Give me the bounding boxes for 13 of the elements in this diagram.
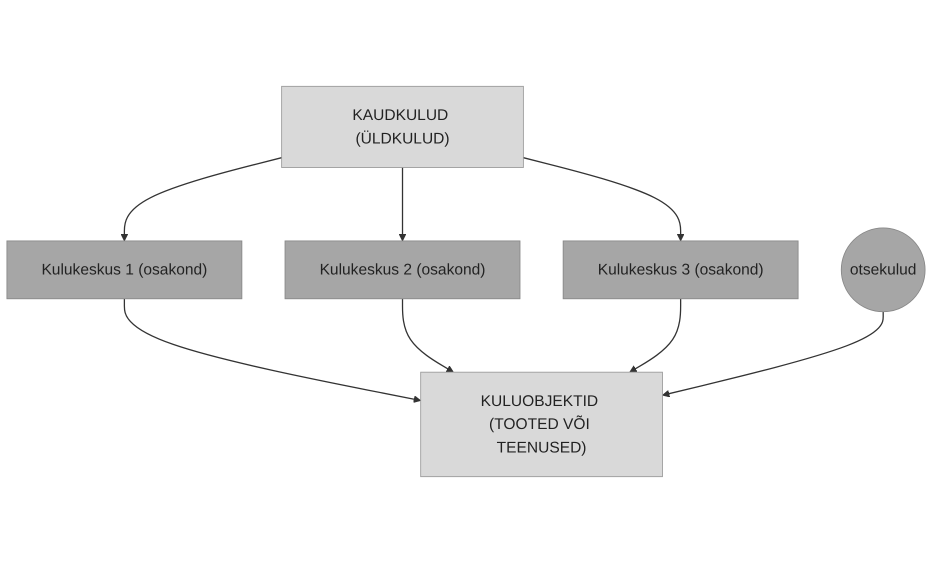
node-circle: otsekulud <box>840 228 926 312</box>
node-box: KAUDKULUD (ÜLDKULUD) <box>281 86 524 168</box>
arrow <box>402 298 454 373</box>
arrow <box>629 298 682 373</box>
node-box: KULUOBJEKTID (TOOTED VÕI TEENUSED) <box>420 372 663 478</box>
arrow <box>124 298 422 403</box>
node-box: Kulukeskus 2 (osakond) <box>284 240 520 300</box>
node-box: Kulukeskus 3 (osakond) <box>562 240 799 300</box>
arrow <box>662 312 884 398</box>
arrow <box>120 157 282 242</box>
arrow <box>398 168 406 242</box>
arrow <box>523 157 684 242</box>
node-box: Kulukeskus 1 (osakond) <box>6 240 242 300</box>
